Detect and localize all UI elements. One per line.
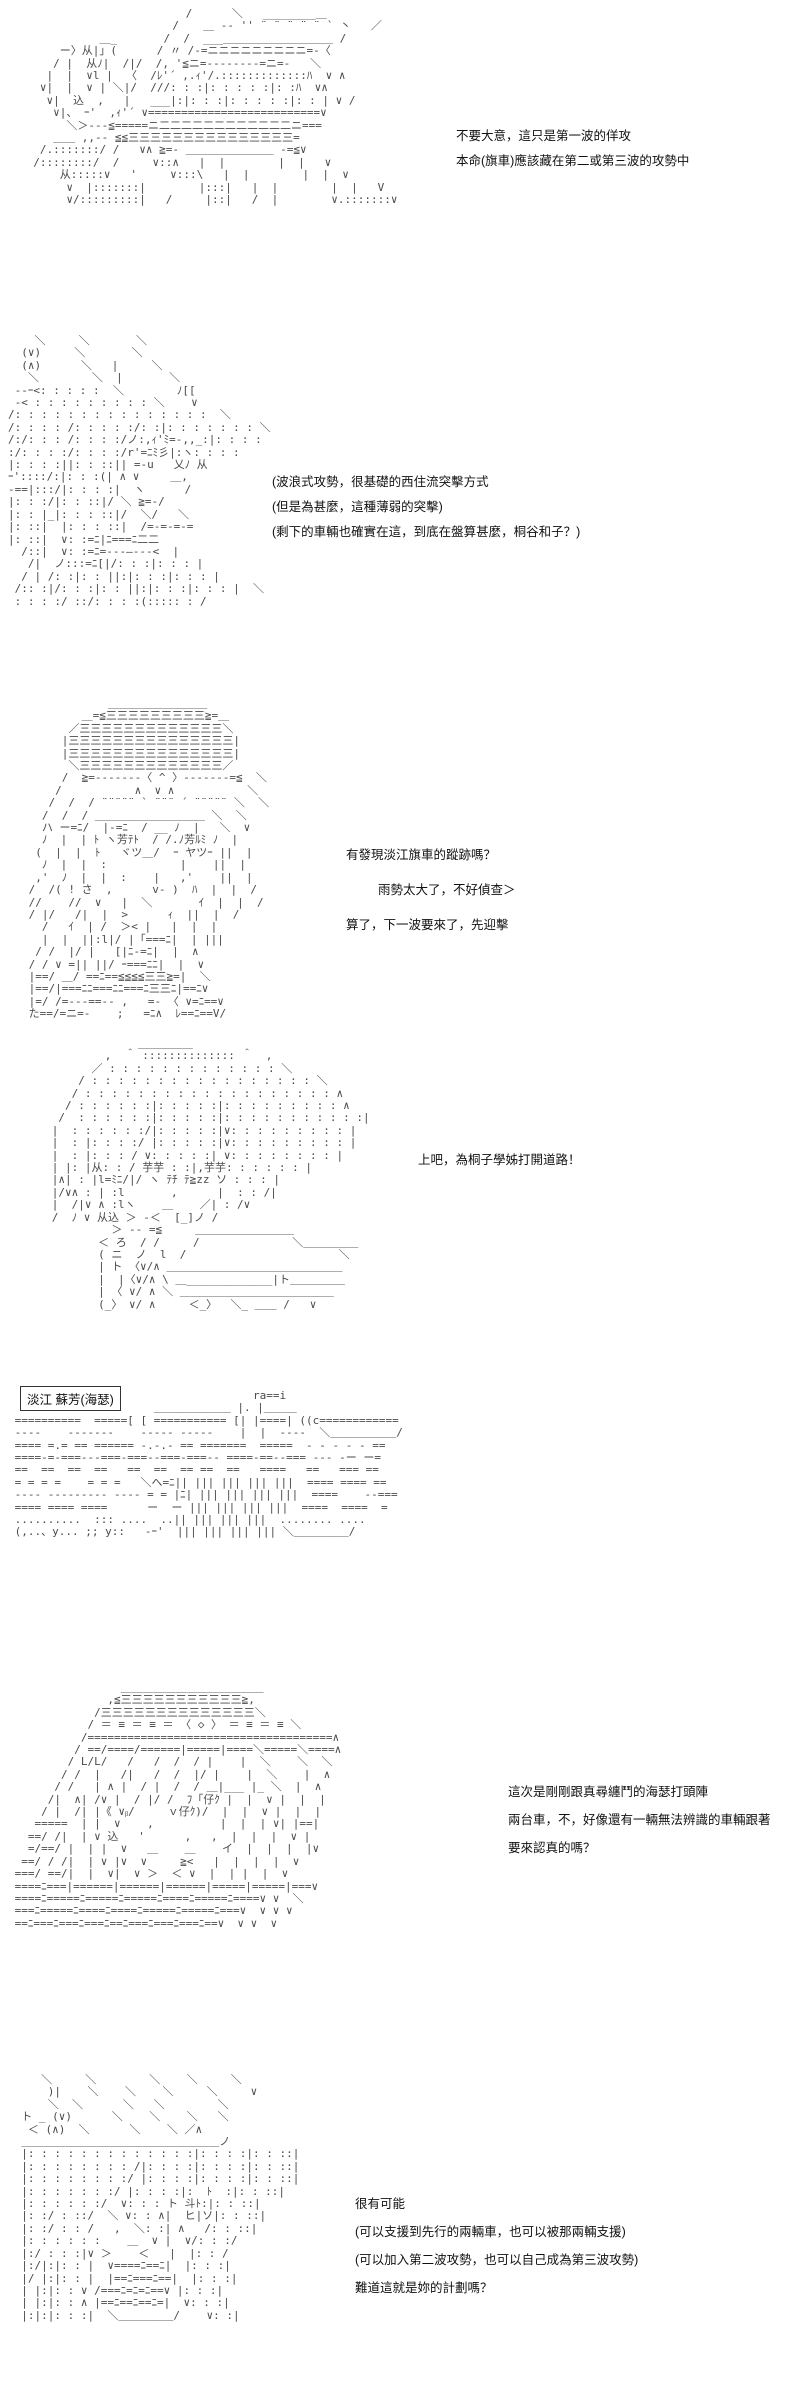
panel-4: ＿＿＿＿＿ , ＾ :::::::::::::: ＾ , ／ : : : : :… xyxy=(0,1030,800,1370)
dialog-line: (但是為甚麼，這種薄弱的突擊) xyxy=(272,500,443,514)
dialog-box-3: 有發現淡江旗車的蹤跡嗎？ 雨勢太大了，不好偵查＞ 算了，下一波要來了，先迎擊 xyxy=(346,838,516,943)
panel-5: 淡江 蘇芳(海瑟) ra==i ＿＿＿＿＿＿＿ |. |＿＿＿ ========… xyxy=(0,1380,800,1670)
panel-3: ＿＿＿＿＿＿＿＿＿ ＿=≦三三三三三三三三三≧=＿ ／三三三三三三三三三三三三三… xyxy=(0,690,800,1020)
dialog-box-6: 這次是剛剛跟真尋纏鬥的海瑟打頭陣 兩台車，不，好像還有一輛無法辨識的車輛跟著 要… xyxy=(508,1778,771,1862)
ascii-art-tank: ra==i ＿＿＿＿＿＿＿ |. |＿＿＿ ========== =====[ … xyxy=(14,1389,403,1539)
panel-1: / ＼ ________＿ / ＿ -‐ '' ¨ ¨ ¨ ¨ ¨ ` 丶 ／ … xyxy=(0,0,800,320)
dialog-line: 雨勢太大了，不好偵查＞ xyxy=(378,883,516,897)
dialog-line: (波浪式攻勢，很基礎的西住流突擊方式 xyxy=(272,475,489,489)
dialog-line: 難道這就是妳的計劃嗎？ xyxy=(355,2281,493,2295)
ascii-art-figure-6: ＿＿＿＿＿＿＿＿＿＿＿＿＿ ,≦三三三三三三三三三三三≧, /三三三三三三三三三… xyxy=(14,1681,342,1930)
dialog-line: 要來認真的嗎？ xyxy=(508,1841,596,1855)
dialog-line: (可以加入第二波攻勢，也可以自己成為第三波攻勢) xyxy=(355,2253,639,2267)
dialog-line: (剩下的車輛也確實在這，到底在盤算甚麼，桐谷和子？) xyxy=(272,525,581,539)
dialog-box-1: 不要大意，這只是第一波的佯攻 本命(旗車)應該藏在第二或第三波的攻勢中 xyxy=(456,124,689,174)
dialog-box-2: (波浪式攻勢，很基礎的西住流突擊方式 (但是為甚麼，這種薄弱的突擊) (剩下的車… xyxy=(272,470,580,545)
dialog-line: 本命(旗車)應該藏在第二或第三波的攻勢中 xyxy=(456,154,690,168)
panel-6: ＿＿＿＿＿＿＿＿＿＿＿＿＿ ,≦三三三三三三三三三三三≧, /三三三三三三三三三… xyxy=(0,1680,800,2060)
dialog-box-4: 上吧，為桐子學姊打開道路！ xyxy=(418,1148,581,1173)
dialog-line: 兩台車，不，好像還有一輛無法辨識的車輛跟著 xyxy=(508,1813,771,1827)
ascii-art-figure-4: ＿＿＿＿＿ , ＾ :::::::::::::: ＾ , ／ : : : : :… xyxy=(51,1037,370,1311)
dialog-line: (可以支援到先行的兩輛車，也可以被那兩輛支援) xyxy=(355,2225,626,2239)
dialog-line: 上吧，為桐子學姊打開道路！ xyxy=(418,1153,581,1167)
dialog-line: 有發現淡江旗車的蹤跡嗎？ xyxy=(346,848,497,862)
ascii-art-figure-1: / ＼ ________＿ / ＿ -‐ '' ¨ ¨ ¨ ¨ ¨ ` 丶 ／ … xyxy=(33,7,398,207)
dialog-box-7: 很有可能 (可以支援到先行的兩輛車，也可以被那兩輛支援) (可以加入第二波攻勢，… xyxy=(355,2190,638,2302)
ascii-art-figure-3: ＿＿＿＿＿＿＿＿＿ ＿=≦三三三三三三三三三≧=＿ ／三三三三三三三三三三三三三… xyxy=(28,697,270,1021)
panel-2: ＼ ＼ ＼ (∨) ＼ ＼ (∧) ＼ | ＼ ＼ ＼ | ＼ --ｰ<: : … xyxy=(0,330,800,680)
dialog-line: 算了，下一波要來了，先迎擊 xyxy=(346,918,509,932)
ascii-art-figure-7: ＼ ＼ ＼ ＼ ＼ )| ＼ ＼ ＼ ＼ ∨ ＼ ＼ ＼ ＼ ＼ ト _ (∨)… xyxy=(21,2073,300,2322)
dialog-line: 很有可能 xyxy=(355,2197,406,2211)
panel-7: ＼ ＼ ＼ ＼ ＼ )| ＼ ＼ ＼ ＼ ∨ ＼ ＼ ＼ ＼ ＼ ト _ (∨)… xyxy=(0,2070,800,2405)
character-nameplate: 淡江 蘇芳(海瑟) xyxy=(20,1386,121,1411)
dialog-line: 不要大意，這只是第一波的佯攻 xyxy=(456,129,632,143)
dialog-line: 這次是剛剛跟真尋纏鬥的海瑟打頭陣 xyxy=(508,1785,709,1799)
ascii-art-figure-2: ＼ ＼ ＼ (∨) ＼ ＼ (∧) ＼ | ＼ ＼ ＼ | ＼ --ｰ<: : … xyxy=(8,334,271,608)
